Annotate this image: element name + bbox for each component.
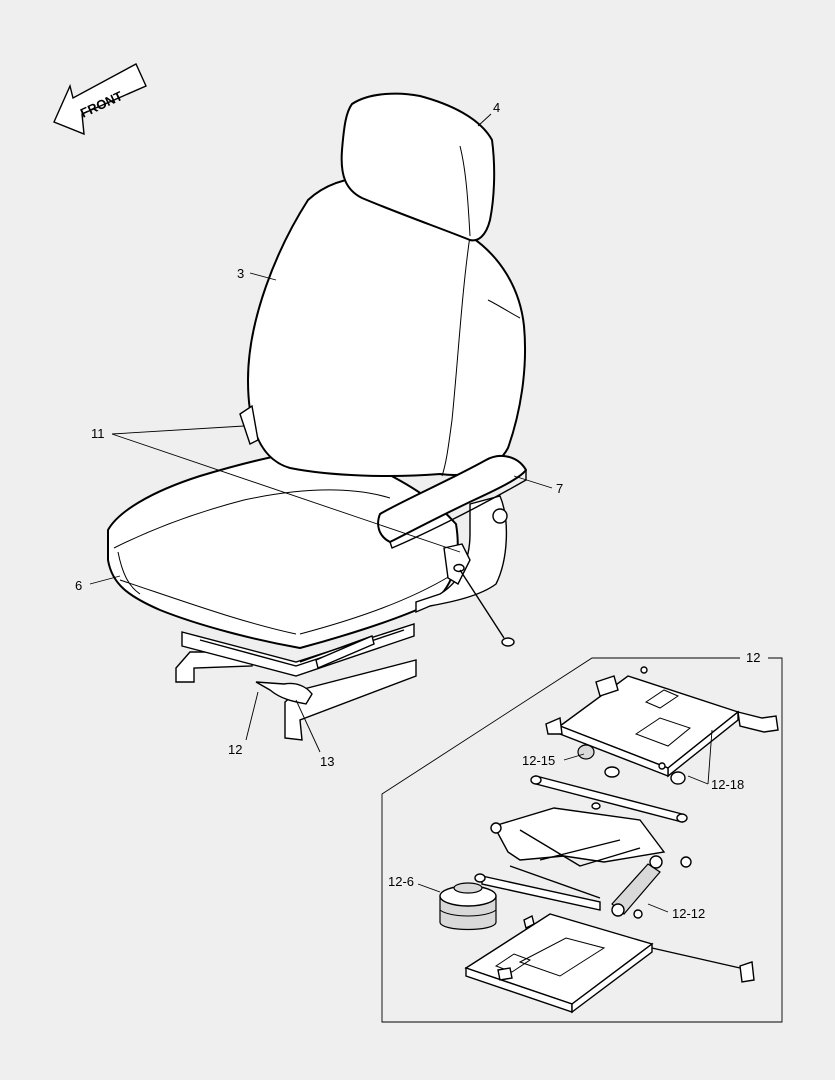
seat-base-rails <box>175 623 417 741</box>
fore-aft-lever <box>255 681 313 705</box>
callout-labels: 4 3 11 7 6 12 13 12 12-15 12-18 12-6 12-… <box>75 100 760 921</box>
callout-lever: 13 <box>320 754 334 769</box>
suspension-exploded-view <box>439 666 779 1014</box>
callout-seat-belt: 11 <box>91 426 105 441</box>
callout-headrest: 4 <box>493 100 500 115</box>
callout-backrest: 3 <box>237 266 244 281</box>
callout-armrest: 7 <box>556 481 563 496</box>
callout-knob: 12-15 <box>522 753 555 768</box>
suspension-bottom-plate <box>464 913 654 1005</box>
front-arrow: FRONT <box>53 63 147 136</box>
suspension-detail-frame <box>381 657 783 1023</box>
callout-suspension-detail: 12 <box>746 650 760 665</box>
armrest <box>377 454 527 543</box>
callout-shock-absorber: 12-12 <box>672 906 705 921</box>
callout-suspension: 12 <box>228 742 242 757</box>
seat-cushion <box>107 451 459 649</box>
adjust-knob <box>577 744 595 760</box>
seat-belt <box>459 569 505 639</box>
headrest <box>340 92 496 242</box>
scissor-mechanism <box>492 807 666 863</box>
air-spring <box>439 882 497 931</box>
callout-damper-pads: 12-18 <box>711 777 744 792</box>
seat-assembly <box>107 92 527 741</box>
callout-air-spring: 12-6 <box>388 874 414 889</box>
leader-lines <box>89 113 713 913</box>
callout-cushion: 6 <box>75 578 82 593</box>
